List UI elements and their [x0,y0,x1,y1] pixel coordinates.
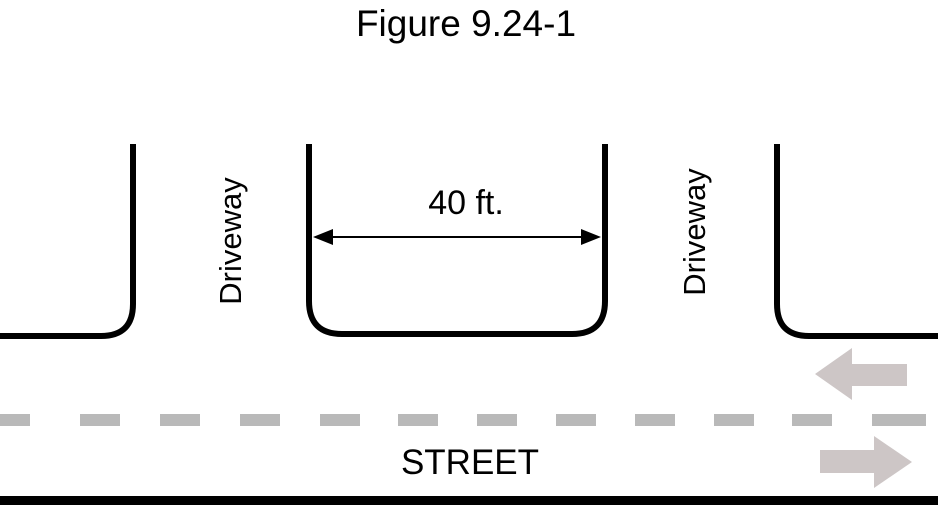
dimension-line [313,229,601,245]
lane-dash [477,414,517,426]
dimension-arrowhead-right [581,229,601,245]
lane-dash [160,414,200,426]
lane-dash [792,414,832,426]
lane-dash [0,414,30,426]
lane-divider-dashed [0,414,926,426]
driveway-label-right: Driveway [677,168,712,296]
lane-dash [714,414,754,426]
lane-dash [556,414,596,426]
lane-dash [240,414,280,426]
dimension-arrowhead-left [313,229,333,245]
lane-dash [872,414,926,426]
right-curb-line [774,144,938,339]
street-label: STREET [401,443,539,482]
figure-title: Figure 9.24-1 [356,3,576,44]
right-arrow-icon [820,436,912,488]
lane-dash [398,414,438,426]
street-edge-line [0,496,938,505]
lane-dash [80,414,120,426]
lane-dash [635,414,675,426]
driveway-label-left: Driveway [213,177,248,305]
lane-dash [320,414,360,426]
left-arrow-icon [815,348,907,400]
left-curb-line [0,144,136,339]
dimension-label: 40 ft. [428,184,504,222]
center-lot-curb-line [306,144,608,337]
